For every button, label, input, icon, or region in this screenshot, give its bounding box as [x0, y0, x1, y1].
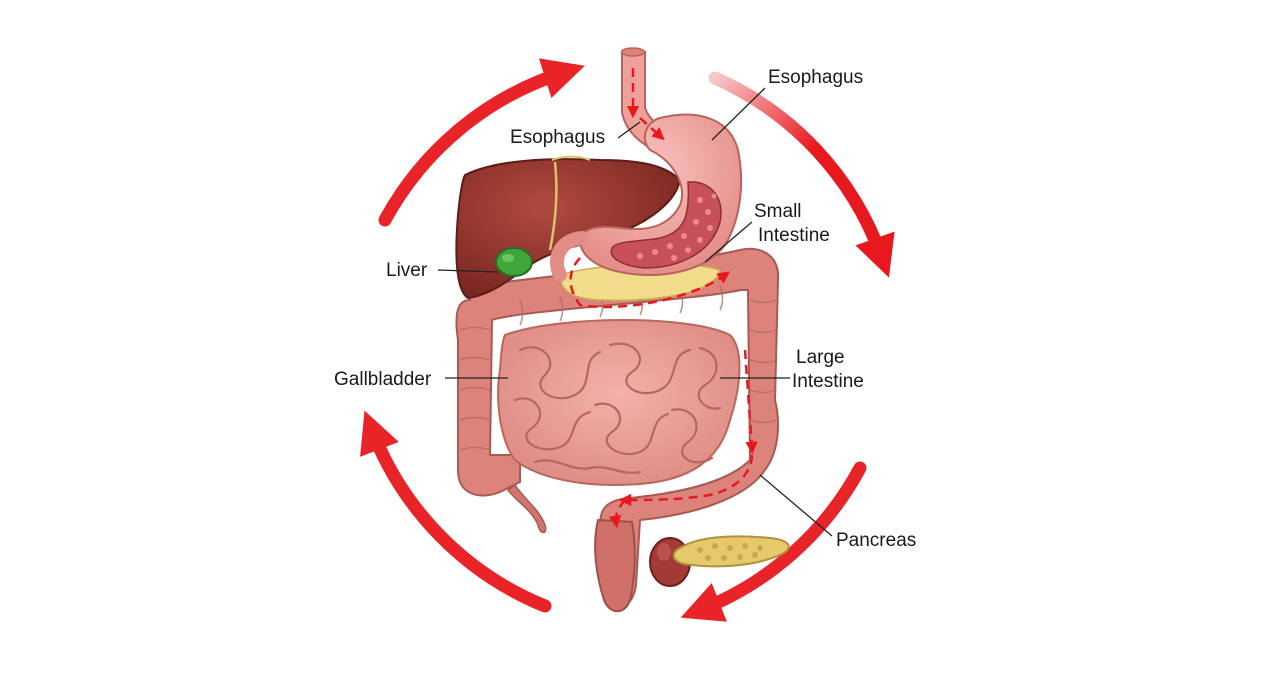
pancreas-shape [672, 535, 790, 568]
label-gallbladder: Gallbladder [334, 369, 432, 390]
label-large-intestine-line2: Intestine [792, 371, 864, 392]
stomach-shape [550, 113, 743, 282]
gallbladder-shape [495, 247, 533, 277]
cycle-arrow-bottom-left [360, 410, 552, 613]
label-liver: Liver [386, 260, 428, 281]
cycle-arrow-top-left [378, 58, 585, 227]
cycle-arrow-top-right [708, 71, 895, 278]
label-small-intestine: Small Intestine [754, 200, 830, 248]
label-esophagus-top: Esophagus [768, 67, 864, 88]
label-small-intestine-line2: Intestine [758, 225, 830, 246]
label-large-intestine: Large Intestine [792, 346, 864, 394]
small-intestine-shape [497, 319, 741, 486]
label-pancreas: Pancreas [836, 530, 917, 551]
leader-lines [437, 87, 833, 537]
label-esophagus-mid: Esophagus [510, 127, 606, 148]
rectum-shape [594, 518, 636, 613]
flow-arrows [569, 68, 758, 529]
label-small-intestine-line1: Small [754, 201, 802, 222]
cycle-arrow-bottom-right [680, 461, 867, 622]
label-large-intestine-line1: Large [796, 347, 845, 368]
